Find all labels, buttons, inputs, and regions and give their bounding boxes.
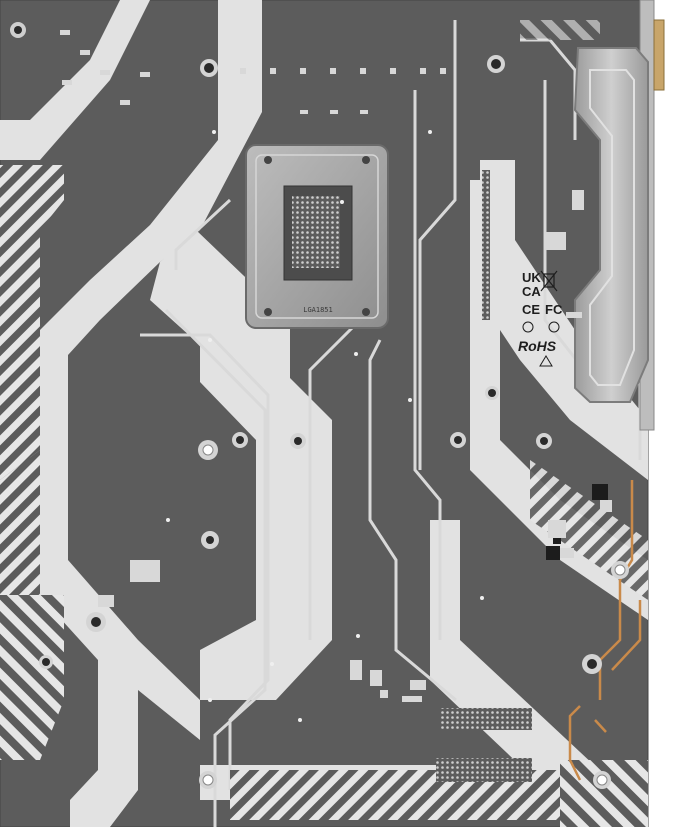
mount-hole	[198, 440, 218, 460]
mounting-holes	[10, 22, 629, 789]
mount-hole	[201, 531, 219, 549]
certification-marks: UK CA CE FC RoHS	[518, 270, 563, 367]
mount-hole	[86, 612, 106, 632]
cert-circle-icon	[548, 321, 560, 333]
backplate-code: LGA1851	[303, 306, 333, 314]
ic-chips	[546, 484, 608, 560]
mount-hole	[232, 432, 248, 448]
smd-components	[60, 30, 612, 702]
ukca-bottom-text: CA	[522, 284, 541, 299]
mount-hole	[199, 771, 217, 789]
connector-rows	[436, 170, 532, 782]
mount-hole	[536, 433, 552, 449]
mount-hole	[10, 22, 26, 38]
mount-hole	[611, 561, 629, 579]
mount-hole	[39, 655, 53, 669]
cpu-backplate: LGA1851	[245, 144, 389, 329]
ukca-top-text: UK	[522, 270, 541, 285]
recycle-icon	[539, 355, 553, 367]
mount-hole	[485, 386, 499, 400]
stripe-panels	[0, 20, 648, 827]
rohs-mark: RoHS	[518, 338, 557, 354]
vias	[166, 130, 484, 722]
mount-hole	[200, 59, 218, 77]
mount-hole	[582, 654, 602, 674]
fc-mark: FC	[545, 302, 563, 317]
mount-hole	[593, 771, 611, 789]
mount-hole	[290, 433, 306, 449]
mount-hole	[487, 55, 505, 73]
weee-bin-icon	[540, 270, 558, 292]
io-heatsink	[573, 0, 665, 431]
mount-hole	[450, 432, 466, 448]
cert-circle-icon	[522, 321, 534, 333]
ce-mark: CE	[522, 302, 540, 317]
